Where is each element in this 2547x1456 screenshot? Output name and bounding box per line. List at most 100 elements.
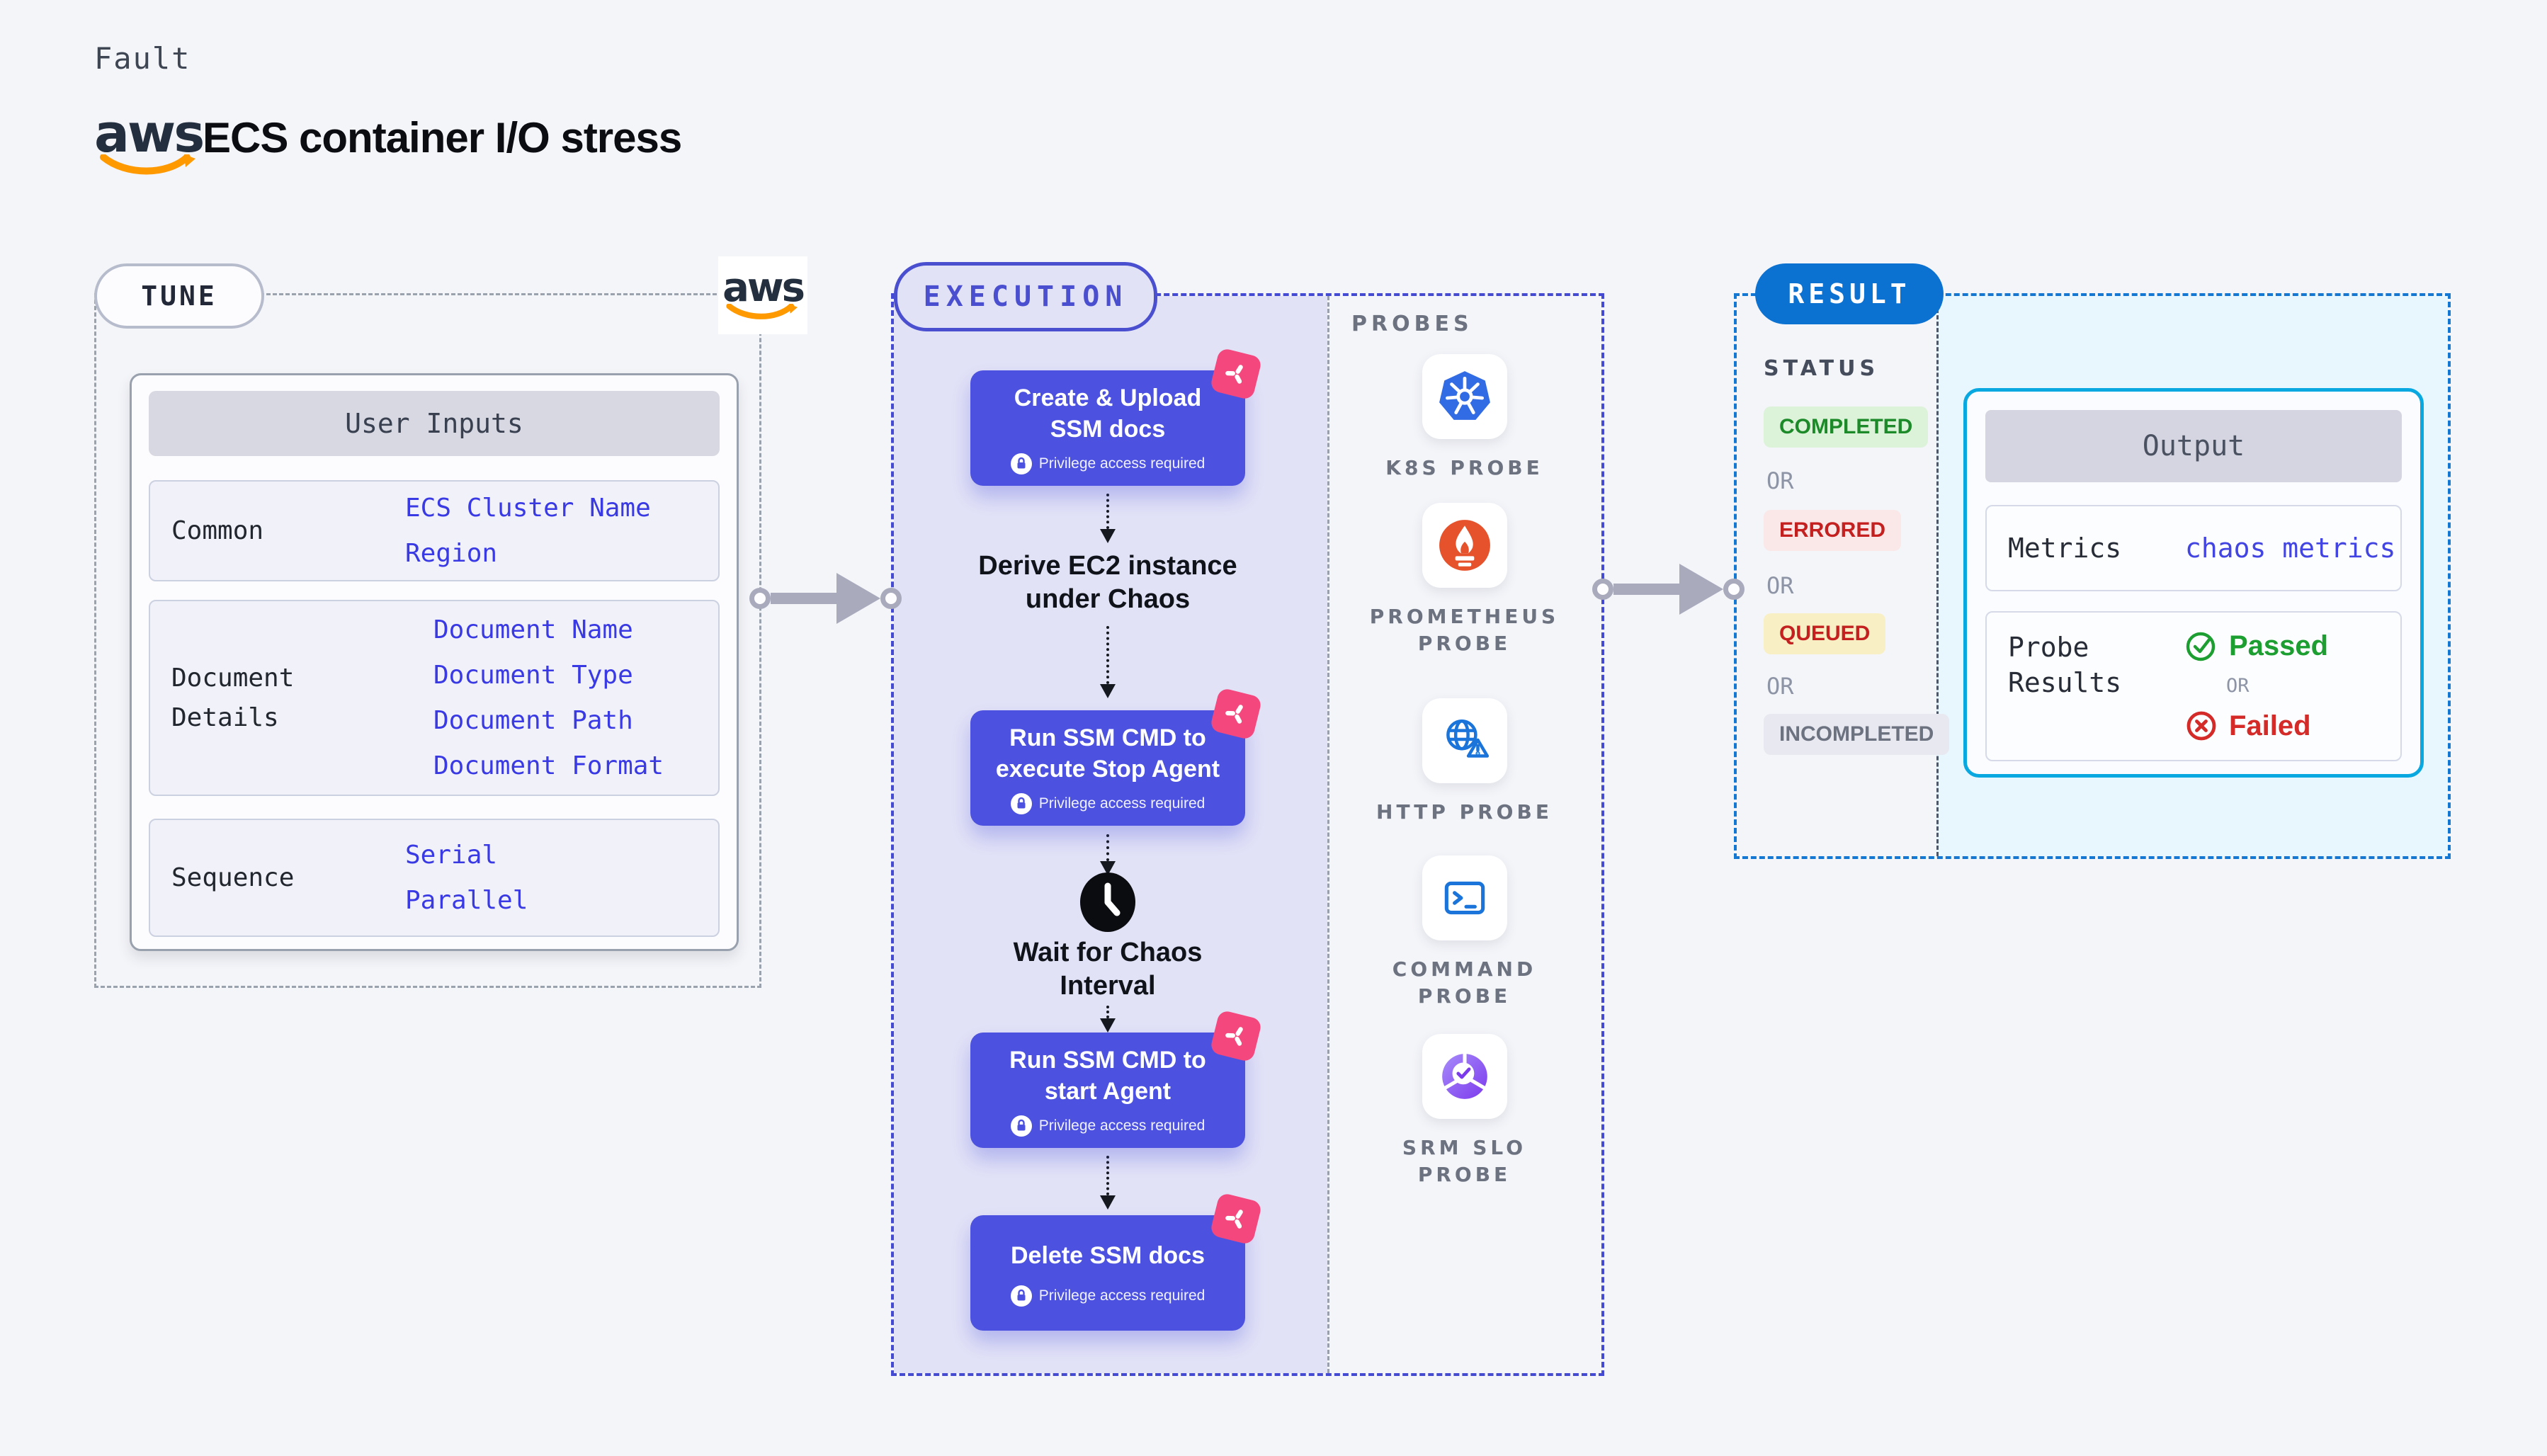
step-title-line: Run SSM CMD to [1009, 1046, 1206, 1074]
arrow-head-icon [836, 573, 880, 624]
x-circle-icon [2186, 711, 2216, 741]
result-divider [1936, 296, 1939, 856]
fault-label: Fault [94, 41, 191, 76]
step-create-upload-ssm-docs: Create & Upload SSM docs Privilege acces… [970, 347, 1263, 486]
probe-label-line: PROBE [1417, 632, 1511, 655]
arrow-down-icon [1100, 684, 1116, 698]
aws-smile-icon [99, 154, 195, 175]
passed-label: Passed [2229, 630, 2329, 661]
probe-item-k8s: K8S PROBE [1324, 354, 1604, 482]
probes-divider [1327, 296, 1329, 1373]
output-probe-results-row: Probe Results Passed OR Fai [1985, 611, 2402, 761]
row-value: Parallel [405, 885, 528, 915]
aws-smile-icon [726, 304, 798, 319]
probe-item-command: COMMAND PROBE [1324, 855, 1604, 1010]
step-title-line: Create & Upload [1014, 384, 1202, 411]
status-heading: STATUS [1764, 356, 1880, 381]
privilege-label: Privilege access required [1038, 455, 1206, 472]
connector-dot [1592, 579, 1613, 600]
arrow-head-icon [1679, 564, 1723, 615]
output-metrics-row: Metrics chaos metrics [1985, 505, 2402, 591]
http-icon [1422, 698, 1507, 783]
lock-icon [1010, 792, 1032, 814]
connector-dot [749, 588, 771, 609]
failed-verdict: Failed [2185, 710, 2328, 742]
step-run-ssm-cmd-start-agent: Run SSM CMD to start Agent Privilege acc… [970, 1009, 1263, 1148]
probe-label-line: COMMAND [1392, 957, 1537, 981]
probe-results-label-line: Results [2008, 667, 2122, 698]
connector-dot [880, 588, 902, 609]
flow-connector [1106, 834, 1109, 861]
output-header: Output [1985, 410, 2402, 482]
passed-verdict: Passed [2185, 630, 2328, 662]
user-inputs-card: User Inputs Common ECS Cluster Name Regi… [130, 373, 739, 951]
step-title-line: SSM docs [1050, 415, 1166, 443]
lock-icon [1010, 453, 1032, 474]
tune-badge: TUNE [94, 263, 264, 329]
table-row-document-details: Document Details Document Name Document … [149, 600, 720, 796]
or-label: OR [1766, 572, 1794, 599]
probe-item-prometheus: PROMETHEUS PROBE [1324, 503, 1604, 657]
flow-connector [1106, 494, 1109, 529]
prometheus-icon [1422, 503, 1507, 588]
privilege-label: Privilege access required [1038, 795, 1206, 812]
page-title: ECS container I/O stress [203, 114, 682, 161]
connector-dot [1723, 579, 1745, 600]
metrics-label: Metrics [2008, 533, 2122, 564]
row-value: Document Path [433, 705, 633, 735]
row-value: Serial [405, 840, 498, 870]
command-icon [1422, 855, 1507, 940]
probe-item-srm-slo: SRM SLO PROBE [1324, 1034, 1604, 1188]
step-text-line: Derive EC2 instance [978, 551, 1237, 581]
srm-slo-icon [1422, 1034, 1507, 1119]
table-row-sequence: Sequence Serial Parallel [149, 819, 720, 937]
chaos-pinwheel-icon [1209, 1009, 1263, 1063]
step-wait-for-chaos-interval: Wait for Chaos Interval [921, 936, 1295, 1003]
flow-connector [1106, 626, 1109, 684]
probe-label-line: K8S PROBE [1385, 456, 1543, 479]
aws-logo-text: aws [722, 265, 805, 311]
execution-badge: EXECUTION [894, 262, 1157, 331]
step-text-line: under Chaos [1025, 584, 1191, 614]
step-delete-ssm-docs: Delete SSM docs Privilege access require… [970, 1192, 1263, 1331]
step-title-line: start Agent [1044, 1077, 1172, 1105]
step-derive-ec2-instance: Derive EC2 instance under Chaos [921, 550, 1295, 616]
chaos-pinwheel-icon [1209, 1192, 1263, 1246]
tune-badge-label: TUNE [141, 280, 217, 312]
step-title-line: execute Stop Agent [995, 755, 1220, 783]
probe-label-line: HTTP PROBE [1376, 800, 1553, 824]
status-badge-errored: ERRORED [1764, 510, 1902, 551]
tune-section-box [94, 293, 761, 988]
flow-connector [1106, 1006, 1109, 1018]
row-value: ECS Cluster Name [405, 493, 651, 523]
probe-results-label-line: Probe [2008, 632, 2089, 663]
aws-logo: aws [94, 108, 205, 178]
step-text-line: Wait for Chaos [1013, 938, 1203, 967]
chaos-pinwheel-icon [1209, 687, 1263, 741]
status-badge-queued: QUEUED [1764, 613, 1886, 654]
output-card: Output Metrics chaos metrics Probe Resul… [1963, 388, 2424, 778]
row-value: Region [405, 538, 498, 568]
or-label: OR [1766, 467, 1794, 494]
probe-label-line: SRM SLO [1402, 1136, 1527, 1159]
arrow-down-icon [1100, 861, 1116, 875]
row-value: Document Type [433, 660, 633, 690]
privilege-label: Privilege access required [1038, 1117, 1206, 1134]
table-row-common: Common ECS Cluster Name Region [149, 480, 720, 581]
step-title-line: Delete SSM docs [1011, 1241, 1205, 1269]
clock-icon [1080, 872, 1135, 932]
user-inputs-header: User Inputs [149, 391, 720, 456]
probe-label-line: PROMETHEUS [1369, 605, 1560, 628]
chaos-pinwheel-icon [1209, 347, 1263, 401]
arrow-shaft [771, 593, 836, 604]
probes-column-label: PROBES [1351, 312, 1473, 336]
arrow-down-icon [1100, 529, 1116, 543]
row-value: Document Format [433, 751, 664, 780]
execution-to-result-arrow [1592, 564, 1745, 615]
flow-connector [1106, 1156, 1109, 1195]
arrow-down-icon [1100, 1195, 1116, 1210]
status-badge-completed: COMPLETED [1764, 406, 1929, 448]
probe-label-line: PROBE [1417, 1163, 1511, 1186]
row-label: Sequence [171, 863, 295, 892]
